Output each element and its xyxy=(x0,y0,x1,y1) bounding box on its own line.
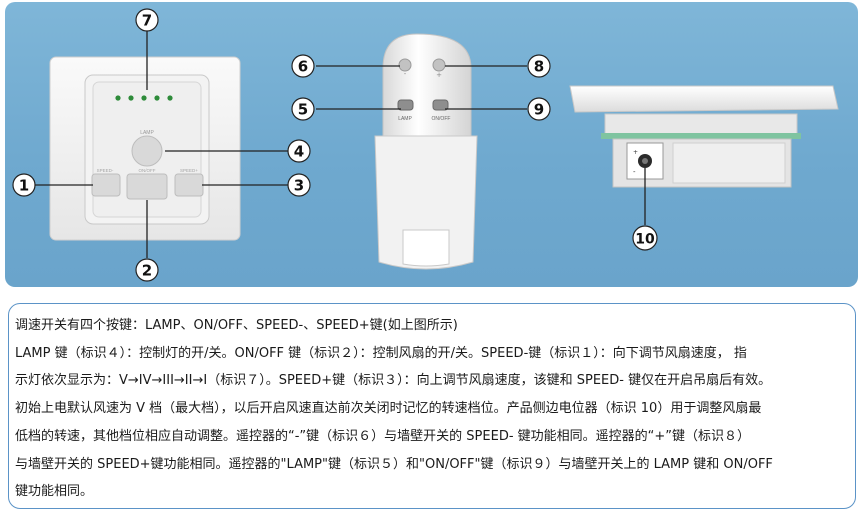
switch-speed-plus-button[interactable] xyxy=(174,173,204,197)
switch-onoff-text: ON/OFF xyxy=(139,168,156,173)
callout-5: 5 xyxy=(291,97,315,121)
switch-lamp-text: LAMP xyxy=(140,130,154,136)
description-line-4: 初始上电默认风速为 V 档（最大档），以后开启风速直达前次关闭时记忆的转速档位。… xyxy=(15,401,762,417)
callout-9-text: 9 xyxy=(534,101,544,119)
controller-side-view: + - xyxy=(569,85,839,188)
callout-2: 2 xyxy=(135,258,159,282)
callout-10-text: 10 xyxy=(635,232,655,248)
remote-lamp-text: LAMP xyxy=(398,116,412,122)
remote-plus-text: + xyxy=(436,71,442,79)
callout-3: 3 xyxy=(287,173,311,197)
description-line-6: 与墙壁开关的 SPEED+键功能相同。遥控器的"LAMP"键（标识５）和"ON/… xyxy=(15,456,773,472)
description-line-1: 调速开关有四个按键：LAMP、ON/OFF、SPEED-、SPEED+键(如上图… xyxy=(15,318,458,333)
callout-9: 9 xyxy=(527,97,551,121)
switch-speed-minus-button[interactable] xyxy=(91,173,121,197)
callout-1: 1 xyxy=(12,173,36,197)
remote-control: - + LAMP ON/OFF xyxy=(374,33,478,270)
switch-speed-minus-text: SPEED- xyxy=(97,168,114,173)
callout-1-text: 1 xyxy=(19,177,29,195)
switch-speed-plus-text: SPEED+ xyxy=(180,168,198,173)
description-box: 调速开关有四个按键：LAMP、ON/OFF、SPEED-、SPEED+键(如上图… xyxy=(8,303,856,509)
switch-onoff-button[interactable] xyxy=(126,173,168,200)
description-line-7: 键功能相同。 xyxy=(15,484,94,500)
wall-switch: LAMP SPEED- ON/OFF SPEED+ xyxy=(49,56,241,241)
remote-minus-text: - xyxy=(404,70,407,78)
description-line-2: LAMP 键（标识４）：控制灯的开/关。ON/OFF 键（标识２）：控制风扇的开… xyxy=(15,345,747,361)
remote-minus-button[interactable] xyxy=(398,58,412,72)
svg-text:-: - xyxy=(633,168,636,176)
description-line-5: 低档的转速，其他档位相应自动调整。遥控器的“-”键（标识６）与墙壁开关的 SPE… xyxy=(15,428,751,444)
callout-6: 6 xyxy=(291,54,315,78)
remote-onoff-button[interactable] xyxy=(432,99,449,111)
callout-8-text: 8 xyxy=(534,58,544,76)
callout-4-text: 4 xyxy=(294,143,304,161)
callout-7: 7 xyxy=(135,8,159,32)
callout-10: 10 xyxy=(632,225,658,251)
callout-6-text: 6 xyxy=(298,58,308,76)
callout-3-text: 3 xyxy=(294,177,304,195)
callout-8: 8 xyxy=(527,54,551,78)
svg-text:+: + xyxy=(633,149,638,156)
description-line-3: 示灯依次显示为：V→IV→III→II→I（标识７）。SPEED+键（标识３）：… xyxy=(15,373,772,389)
remote-onoff-text: ON/OFF xyxy=(432,116,451,122)
switch-lamp-button[interactable] xyxy=(131,135,163,167)
remote-plus-button[interactable] xyxy=(432,58,446,72)
callout-5-text: 5 xyxy=(298,101,308,119)
product-illustration-panel: LAMP SPEED- ON/OFF SPEED+ - + LAMP ON/OF… xyxy=(5,2,858,287)
callout-4: 4 xyxy=(287,139,311,163)
callout-2-text: 2 xyxy=(142,262,152,280)
remote-lamp-button[interactable] xyxy=(397,99,414,111)
speed-indicator-leds xyxy=(115,95,173,101)
callout-7-text: 7 xyxy=(142,12,152,30)
